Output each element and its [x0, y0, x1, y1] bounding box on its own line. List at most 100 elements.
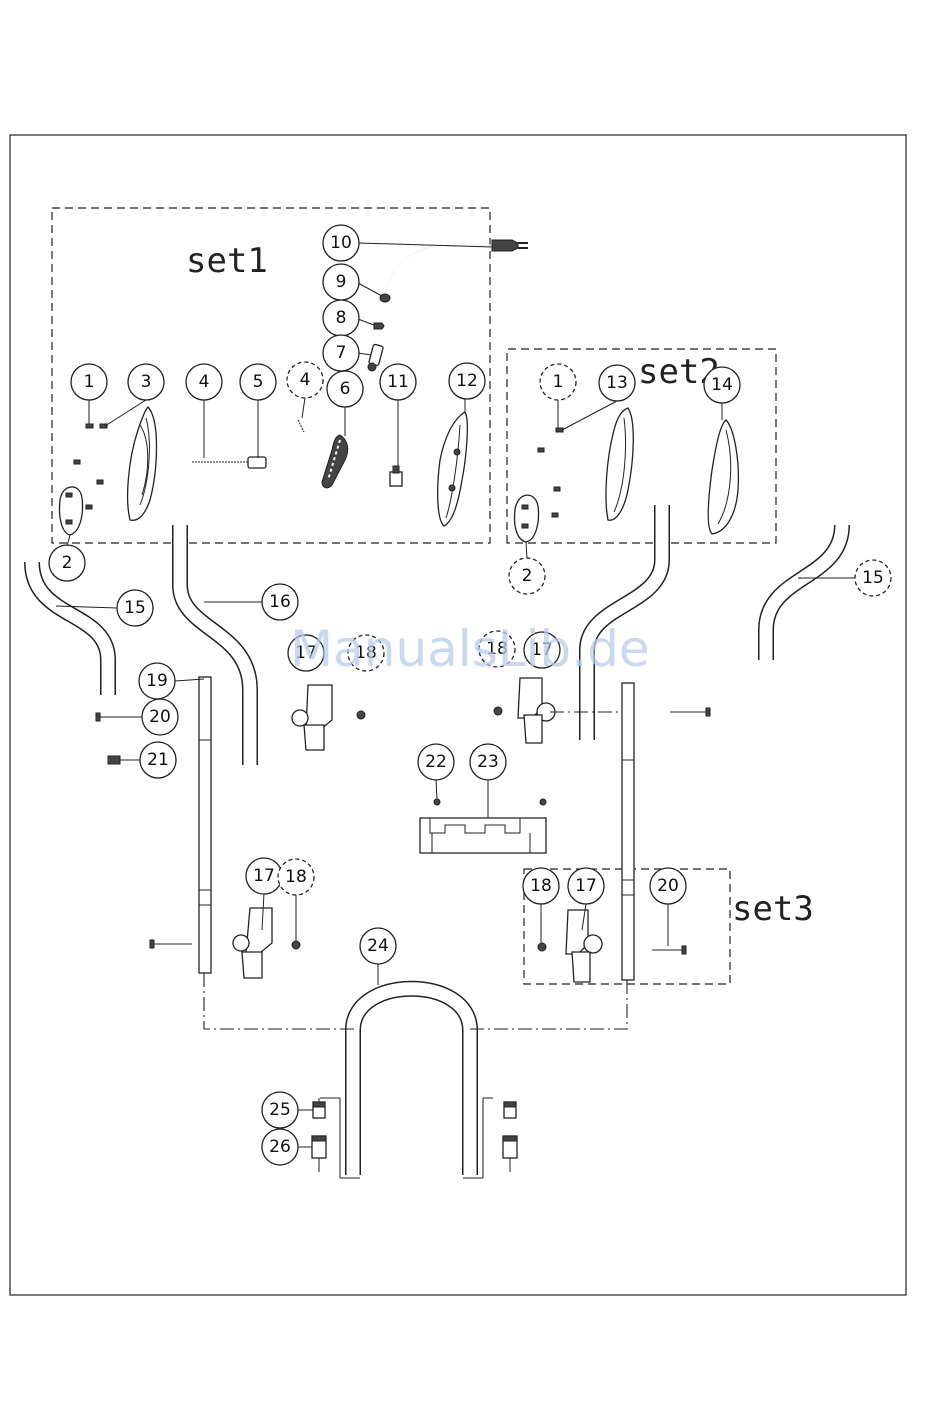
foot-26-right — [503, 1136, 517, 1172]
bolt-20-right — [670, 708, 710, 716]
callout-20-set3: 20 — [650, 868, 686, 904]
assembly-line-left — [204, 973, 356, 1029]
svg-text:1: 1 — [553, 372, 564, 392]
svg-text:18: 18 — [285, 867, 307, 887]
callout-3: 3 — [128, 364, 164, 400]
callout-18-c: 18 — [278, 859, 314, 895]
spring-2 — [298, 420, 304, 432]
pin — [248, 457, 266, 468]
set3-label: set3 — [732, 889, 814, 929]
switch — [390, 472, 402, 486]
callout-5: 5 — [240, 364, 276, 400]
callout-13: 13 — [599, 365, 635, 401]
base-tube-24 — [353, 989, 470, 1175]
nut-18-d — [538, 943, 546, 951]
clamp-17-lower-left — [233, 908, 272, 978]
nut-18-b — [494, 707, 502, 715]
svg-text:10: 10 — [330, 233, 352, 253]
bolt-20-left — [96, 713, 140, 721]
lower-tube-19 — [199, 677, 211, 973]
callout-23: 23 — [470, 744, 506, 780]
svg-text:2: 2 — [522, 566, 533, 586]
callout-17-c: 17 — [246, 858, 282, 894]
bolt-20-set3 — [652, 946, 686, 954]
svg-text:24: 24 — [367, 936, 389, 956]
handle-half-right — [438, 412, 468, 526]
svg-text:18: 18 — [530, 876, 552, 896]
callout-26: 26 — [262, 1129, 298, 1165]
svg-text:20: 20 — [149, 707, 171, 727]
callout-18-set3: 18 — [523, 868, 559, 904]
svg-text:23: 23 — [477, 752, 499, 772]
foot-25-left — [313, 1098, 325, 1118]
callout-11: 11 — [380, 364, 416, 400]
svg-text:20: 20 — [657, 876, 679, 896]
screw-22b — [540, 799, 546, 805]
svg-text:9: 9 — [336, 272, 347, 292]
callout-2: 2 — [49, 545, 85, 581]
callout-21: 21 — [140, 742, 176, 778]
bolt-20-mid — [150, 940, 192, 948]
svg-text:3: 3 — [141, 372, 152, 392]
clamp-17-set3 — [566, 910, 602, 982]
callout-1: 1 — [71, 364, 107, 400]
handle-cover — [708, 420, 738, 534]
svg-text:8: 8 — [336, 308, 347, 328]
callout-2-set2: 2 — [509, 558, 545, 594]
svg-text:21: 21 — [147, 750, 169, 770]
assembly-line-right — [470, 980, 627, 1029]
svg-text:15: 15 — [862, 568, 884, 588]
watermark: ManualsLib.de — [290, 620, 650, 678]
svg-text:7: 7 — [336, 343, 347, 363]
callout-20: 20 — [142, 699, 178, 735]
handle-half-left — [128, 407, 157, 520]
svg-text:19: 19 — [146, 671, 168, 691]
bracket-23 — [420, 818, 546, 853]
callout-25: 25 — [262, 1092, 298, 1128]
callout-12: 12 — [449, 363, 485, 399]
power-cord — [385, 245, 492, 295]
callout-22: 22 — [418, 744, 454, 780]
callout-9: 9 — [323, 264, 359, 300]
callout-14: 14 — [704, 367, 740, 403]
callout-6: 6 — [327, 371, 363, 407]
callout-8: 8 — [323, 300, 359, 336]
svg-text:2: 2 — [62, 553, 73, 573]
callout-1-set2: 1 — [540, 364, 576, 400]
callout-4b: 4 — [287, 362, 323, 398]
svg-text:17: 17 — [253, 866, 275, 886]
nut-18-a — [357, 711, 365, 719]
svg-text:14: 14 — [711, 375, 733, 395]
clamp-17-upper-right — [518, 678, 555, 743]
svg-text:15: 15 — [124, 598, 146, 618]
nut-21 — [108, 756, 120, 764]
svg-text:5: 5 — [253, 372, 264, 392]
svg-text:12: 12 — [456, 371, 478, 391]
lever — [322, 435, 348, 488]
svg-text:22: 22 — [425, 752, 447, 772]
callout-7: 7 — [323, 335, 359, 371]
small-screw — [374, 323, 384, 329]
power-plug — [492, 240, 518, 251]
svg-text:16: 16 — [269, 592, 291, 612]
svg-text:13: 13 — [606, 373, 628, 393]
screws-set2 — [538, 428, 563, 517]
svg-text:25: 25 — [269, 1100, 291, 1120]
svg-text:4: 4 — [199, 372, 210, 392]
svg-text:11: 11 — [387, 372, 409, 392]
handle-half-left-2 — [606, 408, 633, 520]
callout-10: 10 — [323, 225, 359, 261]
callout-17-set3: 17 — [568, 868, 604, 904]
foot-26-left — [312, 1136, 326, 1172]
foot-25-right — [504, 1102, 516, 1118]
svg-text:26: 26 — [269, 1137, 291, 1157]
svg-text:4: 4 — [300, 370, 311, 390]
lower-tube-right — [622, 683, 634, 980]
svg-text:6: 6 — [340, 379, 351, 399]
callout-16: 16 — [262, 584, 298, 620]
callout-15-left: 15 — [117, 590, 153, 626]
set1-label: set1 — [186, 241, 268, 281]
callout-19: 19 — [139, 663, 175, 699]
svg-text:1: 1 — [84, 372, 95, 392]
